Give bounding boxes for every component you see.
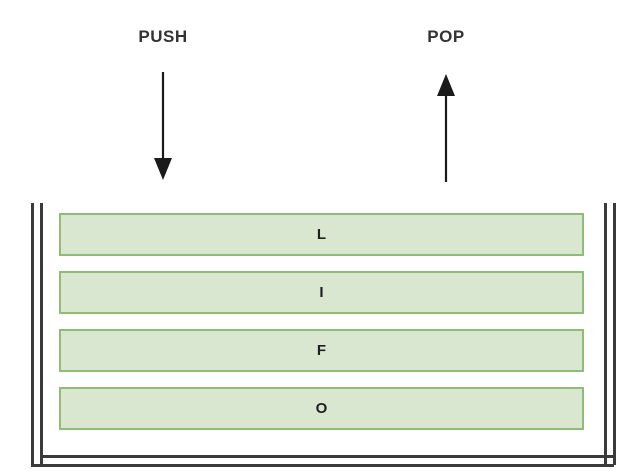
stack-wall-right-inner — [604, 203, 607, 465]
push-arrow-down-icon — [154, 72, 172, 180]
pop-label: POP — [427, 27, 465, 46]
stack-cell: O — [59, 387, 584, 430]
push-label: PUSH — [138, 27, 188, 46]
stack-floor-bottom — [31, 464, 614, 467]
stack-cell: F — [59, 329, 584, 372]
stack-cell-label: I — [319, 284, 324, 301]
stack-cell-label: L — [316, 226, 327, 243]
stack-cell: I — [59, 271, 584, 314]
stack-floor-top — [40, 455, 614, 458]
pop-arrow-up-icon — [437, 74, 455, 182]
stack-cell: L — [59, 213, 584, 256]
stack-wall-left-outer — [31, 203, 34, 465]
stack-cell-label: F — [316, 342, 327, 359]
stack-cell-label: O — [315, 400, 328, 417]
stack-wall-left-inner — [40, 203, 43, 465]
stack-cell-list: L I F O — [59, 213, 584, 430]
stack-wall-right-outer — [613, 203, 616, 465]
